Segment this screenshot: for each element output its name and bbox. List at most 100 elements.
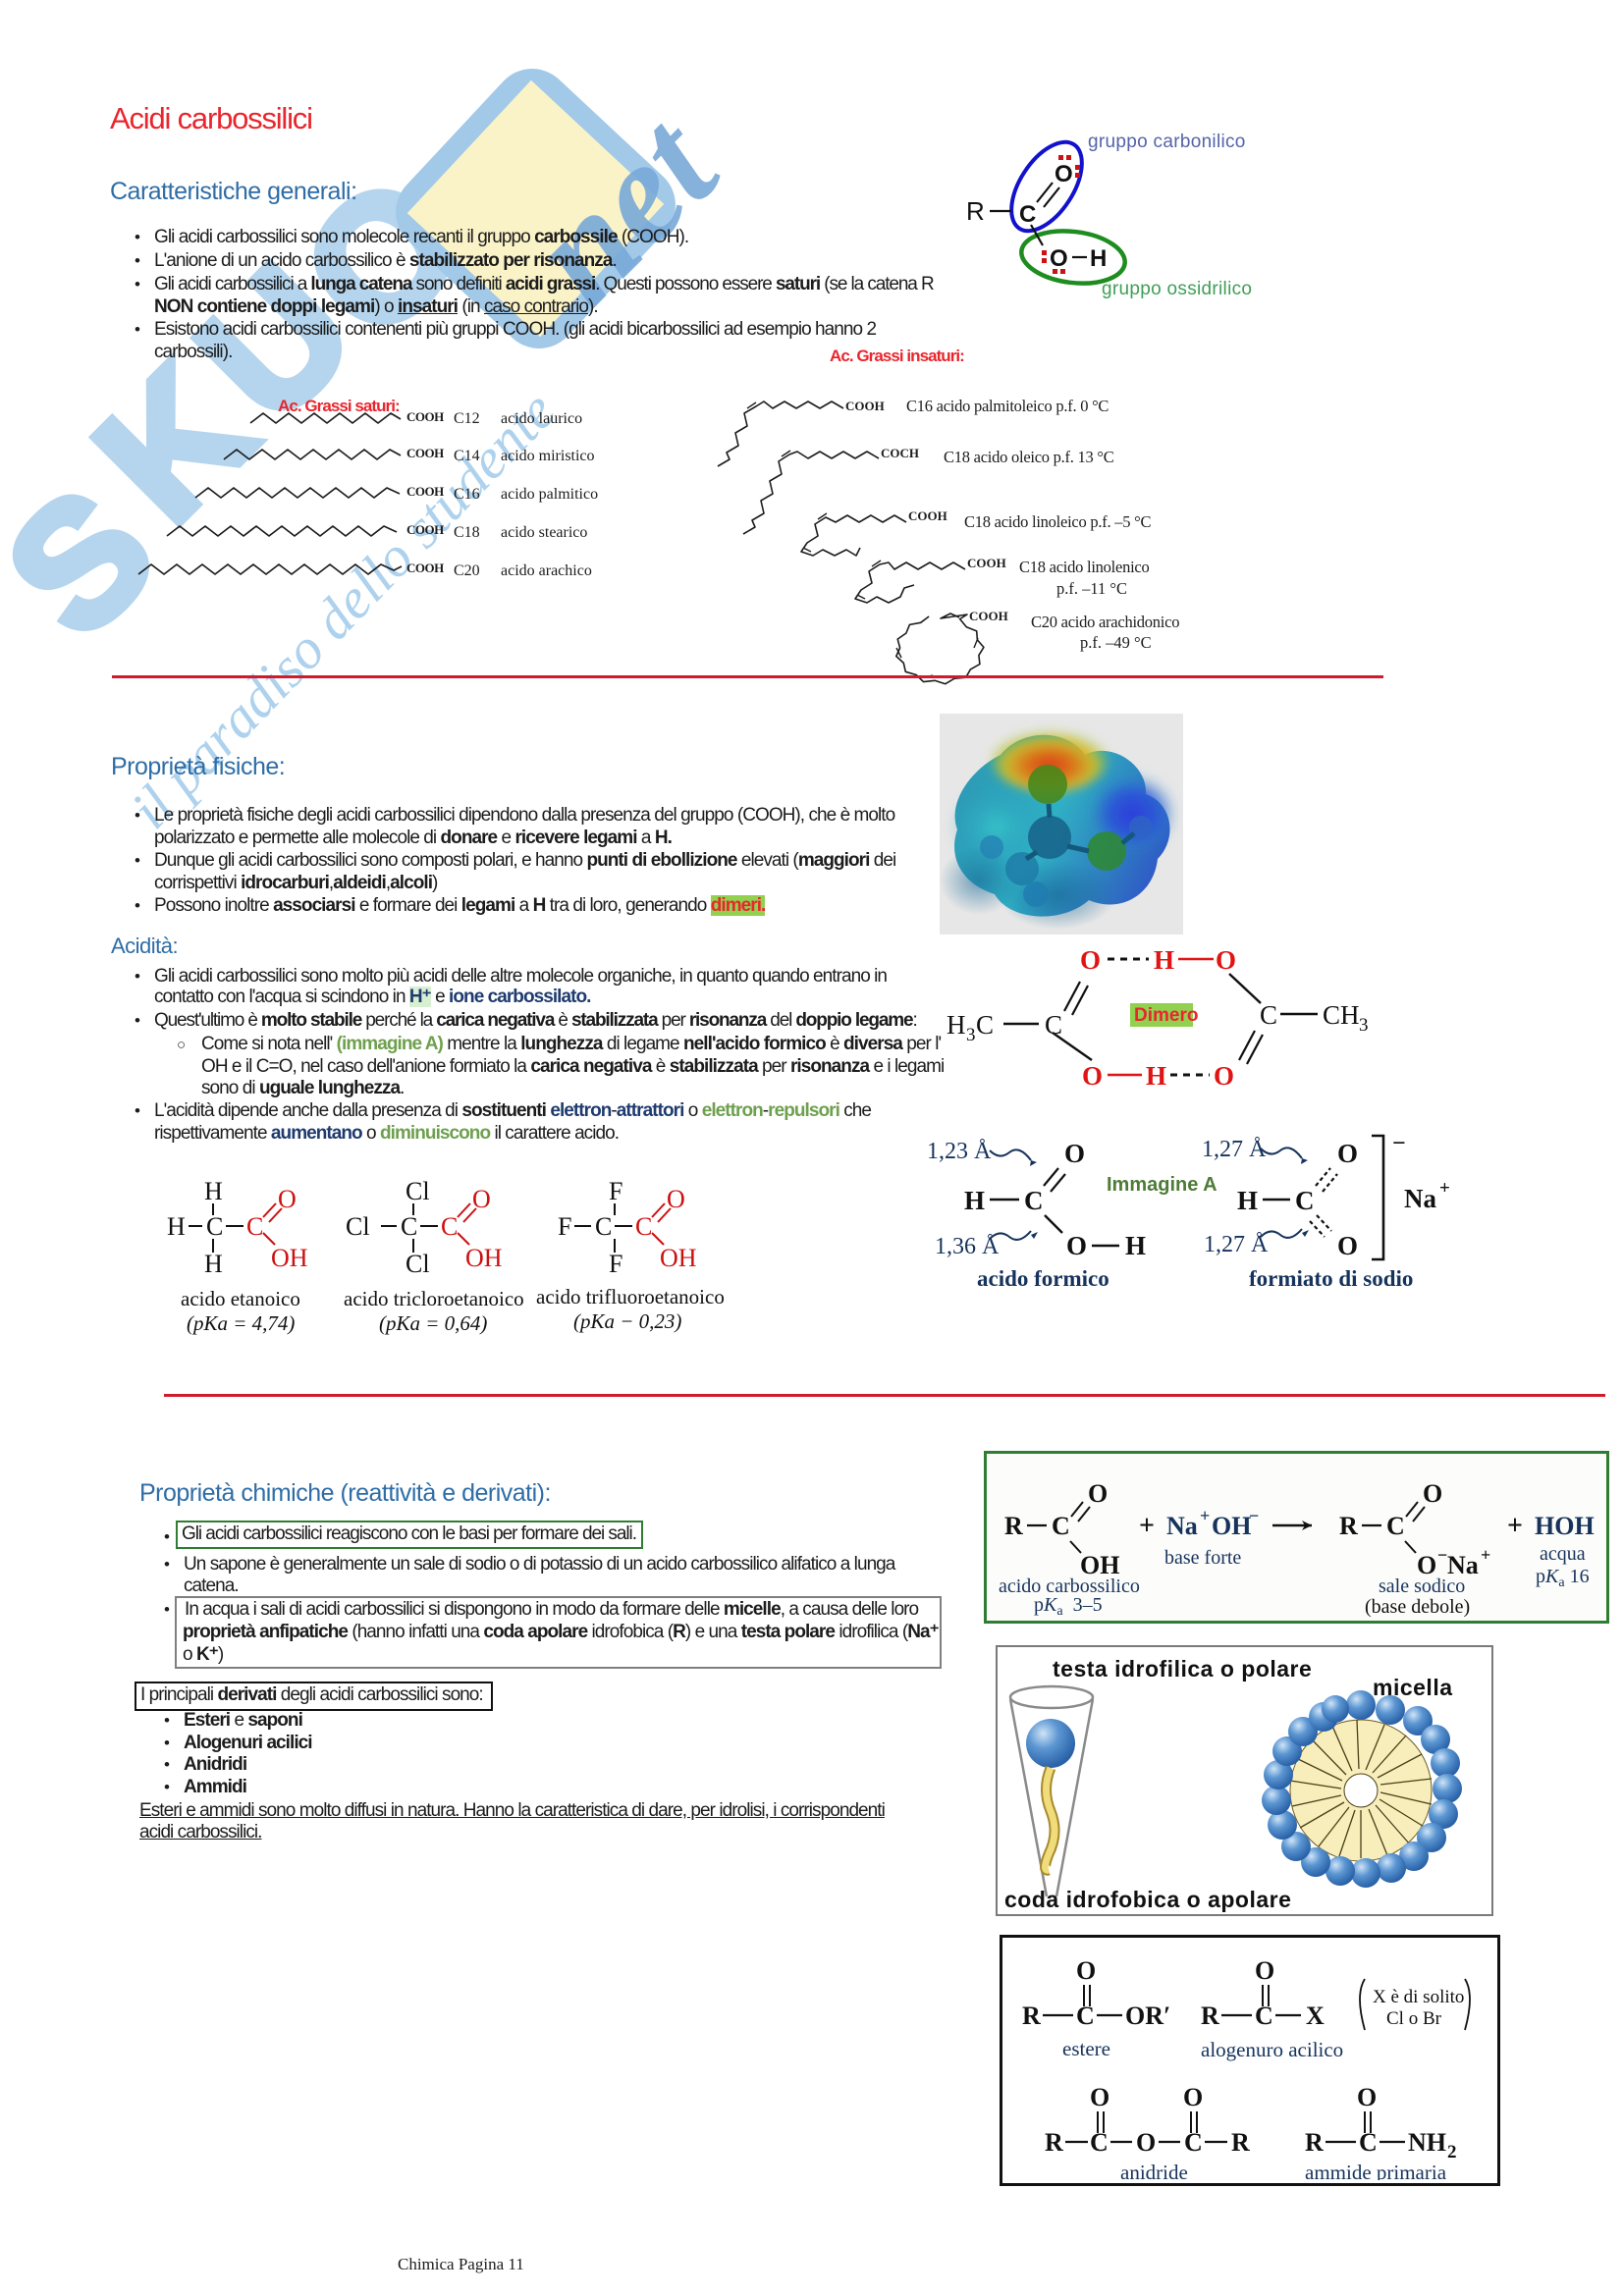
svg-text:C: C: [1295, 1186, 1315, 1215]
svg-text:C20 acido arachidonico: C20 acido arachidonico: [1031, 613, 1179, 631]
svg-text:gruppo ossidrilico: gruppo ossidrilico: [1102, 279, 1252, 299]
svg-text:3: 3: [966, 1025, 976, 1045]
svg-text:(pKa = 4,74): (pKa = 4,74): [187, 1311, 295, 1335]
svg-text:C: C: [1076, 2002, 1095, 2030]
svg-text:O: O: [1337, 1231, 1358, 1260]
svg-text:−: −: [1249, 1506, 1259, 1525]
svg-text:p.f. –11 °C: p.f. –11 °C: [1056, 579, 1127, 598]
svg-text:C18 acido oleico p.f. 13 °: C18 acido oleico p.f. 13 °C: [944, 448, 1114, 466]
svg-text:C: C: [976, 1010, 994, 1040]
svg-text:+: +: [1507, 1511, 1523, 1541]
svg-text:O: O: [1088, 1479, 1108, 1508]
svg-text:COOH: COOH: [845, 399, 885, 413]
svg-text:−: −: [1392, 1131, 1406, 1156]
svg-text:acido stearico: acido stearico: [501, 524, 587, 541]
svg-text:+: +: [1200, 1506, 1210, 1525]
svg-text:COOH: COOH: [967, 556, 1006, 570]
svg-text:C: C: [1024, 1186, 1044, 1215]
svg-text:HOH: HOH: [1535, 1512, 1595, 1540]
svg-text:C20: C20: [454, 562, 480, 579]
svg-text:C16 acido palmitoleico p.f.: C16 acido palmitoleico p.f. 0 °C: [906, 397, 1109, 415]
svg-text:R: R: [1004, 1512, 1023, 1540]
svg-text:H: H: [1154, 945, 1174, 975]
svg-text:estere: estere: [1062, 2037, 1110, 2060]
svg-text:OH: OH: [1212, 1512, 1251, 1540]
svg-text:O: O: [1216, 945, 1236, 975]
svg-text:O: O: [472, 1185, 491, 1213]
svg-text:O: O: [1255, 1956, 1274, 1985]
svg-text:R: R: [966, 196, 985, 226]
svg-text:H: H: [204, 1177, 223, 1205]
svg-text:O: O: [1080, 945, 1101, 975]
svg-text:O: O: [1076, 1956, 1096, 1985]
svg-text:−: −: [1437, 1545, 1447, 1565]
svg-text:H: H: [204, 1250, 223, 1278]
svg-text:+: +: [1139, 1511, 1155, 1541]
svg-text:C18 acido linolenico: C18 acido linolenico: [1019, 558, 1149, 576]
svg-text:O: O: [1082, 1061, 1103, 1091]
svg-text:R: R: [1201, 2002, 1219, 2030]
svg-text:R: R: [1231, 2128, 1250, 2157]
svg-text:C18: C18: [454, 524, 480, 541]
svg-text:O: O: [1055, 161, 1073, 187]
svg-text:C14: C14: [454, 448, 480, 464]
svg-text:acido arachico: acido arachico: [501, 562, 592, 579]
svg-text:acido tricloroetanoico: acido tricloroetanoico: [344, 1287, 524, 1310]
svg-text:OH: OH: [465, 1244, 503, 1272]
svg-text:C: C: [1052, 1512, 1070, 1540]
svg-text:C: C: [635, 1212, 652, 1241]
svg-text:R: R: [1022, 2002, 1041, 2030]
svg-text:acido formico: acido formico: [977, 1266, 1109, 1291]
svg-text:O: O: [1050, 245, 1068, 272]
svg-text:acido etanoico: acido etanoico: [181, 1287, 300, 1310]
svg-text:H: H: [1146, 1061, 1166, 1091]
svg-text:COCH: COCH: [881, 446, 919, 460]
svg-text:Immagine A: Immagine A: [1107, 1174, 1217, 1196]
svg-text:micella: micella: [1373, 1675, 1453, 1700]
svg-text:H: H: [947, 1010, 966, 1040]
svg-text:NH: NH: [1408, 2128, 1446, 2157]
svg-text:+: +: [1439, 1178, 1450, 1199]
svg-text:Cl o Br: Cl o Br: [1386, 2008, 1442, 2029]
svg-text:O: O: [667, 1185, 685, 1213]
svg-text:H: H: [1125, 1231, 1146, 1260]
svg-text:base forte: base forte: [1164, 1547, 1241, 1569]
svg-text:acido palmitico: acido palmitico: [501, 486, 598, 503]
svg-text:R: R: [1045, 2128, 1063, 2157]
svg-text:acido laurico: acido laurico: [501, 410, 582, 427]
svg-text:C: C: [441, 1212, 458, 1241]
svg-text:X: X: [1306, 2002, 1325, 2030]
svg-text:X è di solito: X è di solito: [1373, 1987, 1464, 2007]
svg-text:H: H: [167, 1212, 186, 1241]
svg-text:2: 2: [1447, 2142, 1457, 2163]
svg-text:(base debole): (base debole): [1365, 1596, 1470, 1618]
svg-text:acido trifluoroetanoico: acido trifluoroetanoico: [536, 1285, 725, 1308]
svg-text:acqua: acqua: [1540, 1543, 1586, 1565]
svg-text:alogenuro acilico: alogenuro acilico: [1201, 2038, 1343, 2061]
svg-text:anidride: anidride: [1120, 2161, 1188, 2180]
svg-text:C: C: [206, 1212, 223, 1241]
svg-text:O: O: [278, 1185, 297, 1213]
svg-text:C: C: [1184, 2128, 1203, 2157]
svg-text:COOH: COOH: [406, 522, 444, 537]
svg-text:Na: Na: [1404, 1184, 1436, 1213]
svg-text:O: O: [1064, 1139, 1085, 1168]
svg-text:formiato di sodio: formiato di sodio: [1249, 1266, 1413, 1291]
svg-text:COOH: COOH: [969, 609, 1008, 623]
svg-text:O: O: [1357, 2083, 1377, 2111]
svg-text:R: R: [1305, 2128, 1324, 2157]
svg-text:1,36 Å: 1,36 Å: [935, 1234, 1000, 1259]
svg-text:O: O: [1423, 1479, 1442, 1508]
svg-text:Cl: Cl: [406, 1250, 430, 1278]
svg-text:COOH: COOH: [908, 508, 947, 523]
svg-text:COOH: COOH: [406, 484, 444, 499]
svg-text:+: +: [1481, 1545, 1490, 1565]
svg-text:O: O: [1066, 1231, 1087, 1260]
svg-text:gruppo carbonilico: gruppo carbonilico: [1088, 132, 1246, 152]
svg-text:O: O: [1337, 1139, 1358, 1168]
svg-text:F: F: [558, 1212, 571, 1241]
svg-text:C: C: [401, 1212, 417, 1241]
svg-text:C12: C12: [454, 410, 480, 427]
svg-text:F: F: [609, 1177, 622, 1205]
svg-text:CH: CH: [1323, 1000, 1360, 1030]
